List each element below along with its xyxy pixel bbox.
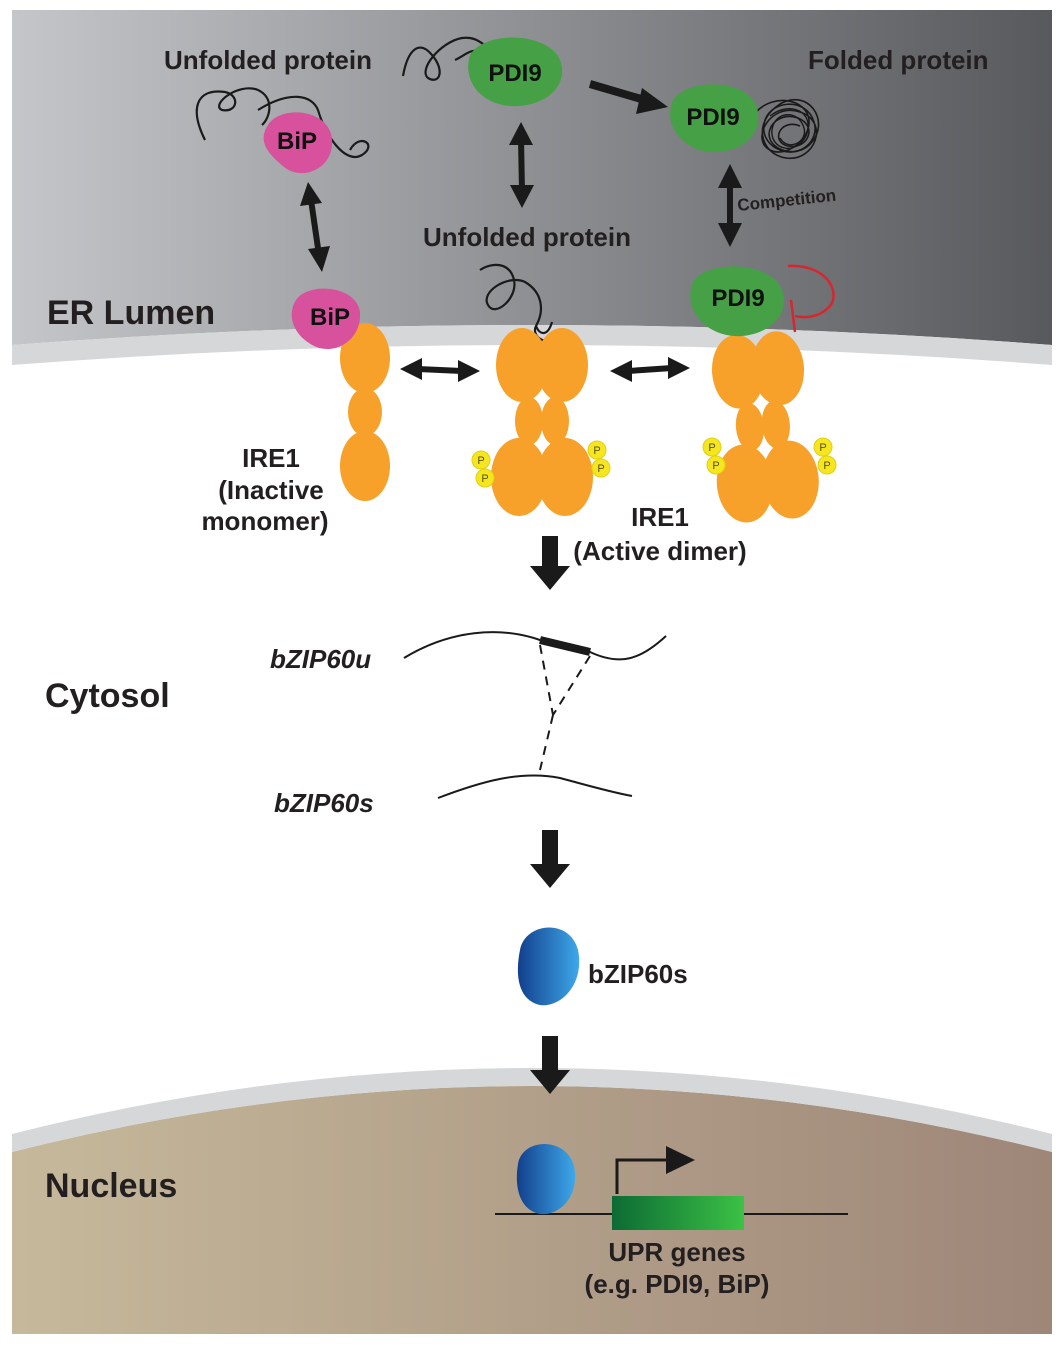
bzip60u-mrna [403,631,667,661]
phospho-label: P [477,455,484,467]
phospho-label: P [593,445,600,457]
pdi9-bound-label: PDI9 [711,285,764,312]
bzip60s-protein-label: bZIP60s [588,959,688,989]
bzip60s-protein-bound [516,1144,576,1215]
pdi9-protein-top: PDI9 [468,37,563,107]
cytosol-label: Cytosol [45,677,170,715]
bzip60u-label: bZIP60u [270,644,371,674]
unfolded-protein-strand-center [479,263,560,342]
upr-gene-box [612,1196,744,1230]
er-lumen-region [12,10,1052,345]
folded-protein-tangle [747,98,820,159]
ire1-active-label-line1: IRE1 [631,502,689,532]
ire1-inactive-label-line3: monomer) [201,506,328,536]
unfolded-protein-left-label: Unfolded protein [164,45,372,75]
phospho-labels: P P P P P P P P [477,442,830,485]
unfolded-protein-center-label: Unfolded protein [423,222,631,252]
ire1-inactive-label: IRE1 (Inactive monomer) [201,443,328,536]
transcription-start-arrow [615,1146,695,1194]
phospho-label: P [712,460,719,472]
phospho-label: P [597,463,604,475]
pdi9-protein-bound: PDI9 [690,266,784,337]
ire1-inactive-monomer [340,323,390,501]
pdi9-protein-folded: PDI9 [670,84,759,153]
phospho-label: P [708,442,715,454]
pdi9-folded-label: PDI9 [686,104,739,131]
phospho-label: P [481,473,488,485]
upr-genes-label-line1: UPR genes [608,1237,745,1267]
bzip60s-mrna [437,774,633,799]
phospho-label: P [819,442,826,454]
bzip60s-protein [517,927,580,1006]
ire1-active-dimer-right [703,328,822,525]
unfolded-protein-strand-left [195,87,370,158]
bip-free-label: BiP [277,128,317,155]
splice-lines [539,644,591,771]
inhibition-arc [787,264,835,333]
ire1-inactive-label-line1: IRE1 [242,443,300,473]
upr-genes-label-line2: (e.g. PDI9, BiP) [585,1269,770,1299]
bip-protein-free: BiP [263,112,333,174]
folded-protein-label: Folded protein [808,45,989,75]
ire1-active-dimer-center [491,328,593,516]
flow-arrows [530,536,570,1094]
er-lumen-label: ER Lumen [47,294,215,332]
phospho-label: P [823,460,830,472]
folded-protein-tangle-2 [769,108,809,150]
nuclear-envelope [12,1068,1052,1152]
bzip60s-mrna-label: bZIP60s [274,788,374,818]
ire1-active-label: IRE1 (Active dimer) [573,502,746,566]
ire1-active-label-line2: (Active dimer) [573,536,746,566]
arrows-er [300,80,742,382]
nucleus-label: Nucleus [45,1167,177,1205]
bip-protein-bound: BiP [291,288,361,349]
unfolded-protein-strand-bound [534,321,554,335]
pdi9-top-label: PDI9 [488,60,541,87]
ire1-inactive-label-line2: (Inactive [218,475,324,505]
bip-bound-label: BiP [310,304,350,331]
